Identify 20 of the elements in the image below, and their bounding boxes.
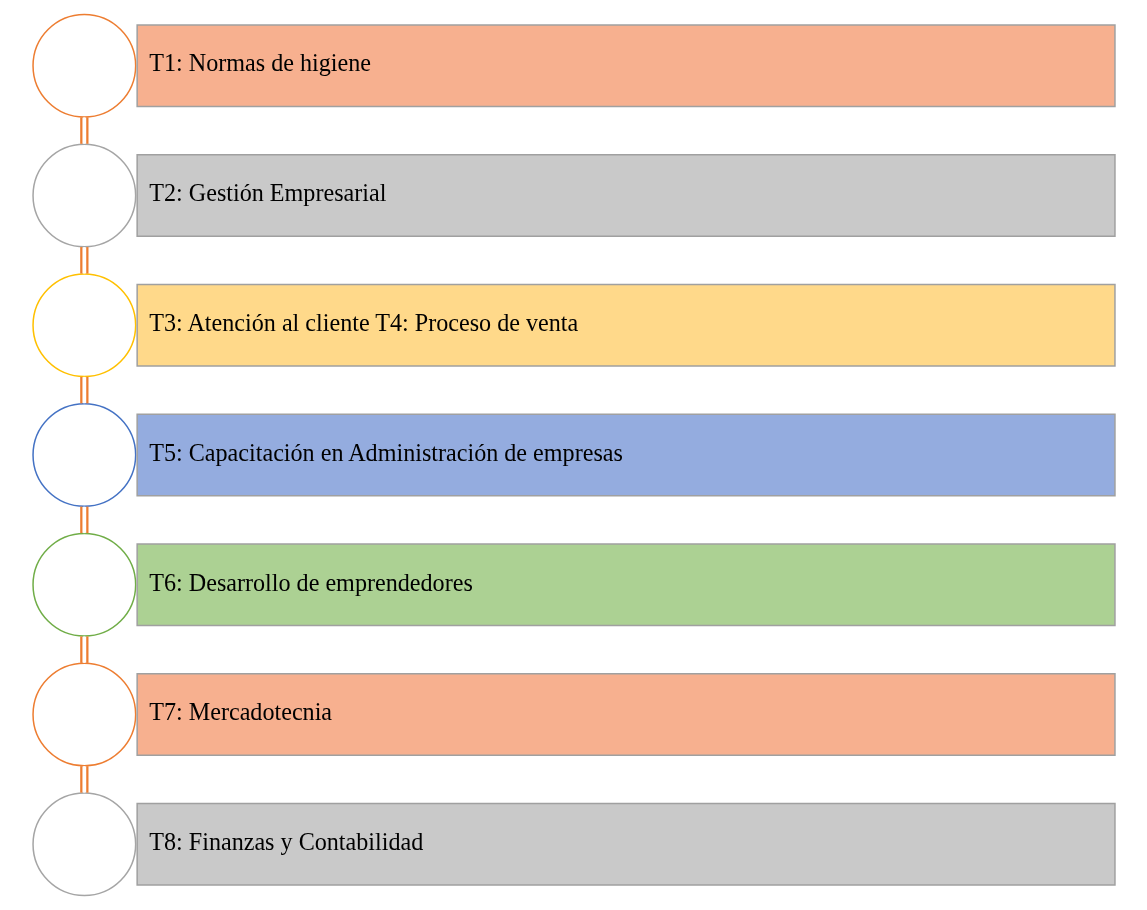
connector — [79, 506, 88, 534]
connector — [79, 376, 88, 404]
node-circle — [31, 143, 136, 248]
node-box: T7: Mercadotecnia — [135, 673, 1116, 757]
node-circle — [31, 13, 136, 118]
connector — [79, 247, 88, 274]
node-box: T8: Finanzas y Contabilidad — [135, 802, 1116, 886]
connector — [79, 636, 88, 663]
node-circle — [31, 792, 136, 897]
node-circle — [31, 273, 136, 378]
node-box: T5: Capacitación en Administración de empresas — [135, 413, 1116, 497]
node-circle — [31, 532, 136, 637]
node-box: T1: Normas de higiene — [135, 24, 1116, 108]
node-box: T6: Desarrollo de emprendedores — [135, 543, 1116, 627]
node-box: T3: Atención al cliente T4: Proceso de venta — [135, 283, 1116, 367]
node-circle — [31, 662, 136, 767]
connector — [79, 766, 88, 793]
node-box: T2: Gestión Empresarial — [135, 153, 1116, 237]
node-circle — [31, 402, 136, 508]
connector — [79, 117, 88, 144]
